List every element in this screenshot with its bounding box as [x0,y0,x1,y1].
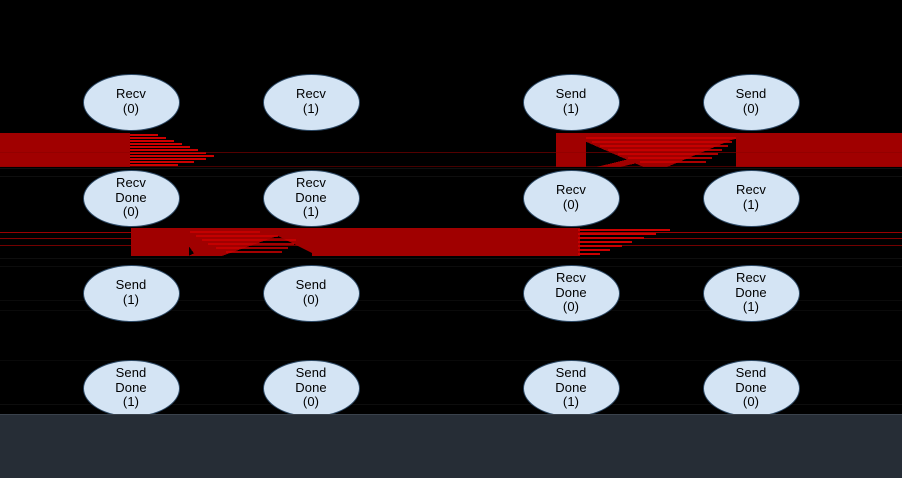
node-label: Recv Done (0) [115,175,147,220]
node-send-done-1[interactable]: Send Done (1) [82,359,180,414]
node-send-done-0-b[interactable]: Send Done (0) [702,359,800,414]
edge-artifact-layer [0,133,902,405]
node-label: Send Done (0) [295,365,327,410]
node-label: Recv (0) [115,86,147,116]
artifact-band-top [0,133,902,167]
node-label: Send (1) [115,277,147,307]
node-label: Send (0) [735,86,767,116]
node-send-1[interactable]: Send (1) [522,73,620,131]
node-send-0[interactable]: Send (0) [702,73,800,131]
node-send-done-1-b[interactable]: Send Done (1) [522,359,620,414]
state-machine-graph: Recv (0) Recv (1) Send (1) Send (0) Recv Don… [0,73,902,414]
node-label: Send Done (0) [735,365,767,410]
node-recv-done-0-b[interactable]: Recv Done (0) [522,264,620,322]
node-label: Send (1) [555,86,587,116]
node-label: Send (0) [295,277,327,307]
artifact-scanlines [0,168,902,405]
node-label: Recv Done (1) [295,175,327,220]
bottom-bar [0,414,902,478]
node-label: Recv Done (1) [735,270,767,315]
node-recv-0[interactable]: Recv (0) [82,73,180,131]
node-send-done-0[interactable]: Send Done (0) [262,359,360,414]
bottom-bar-divider [0,414,902,415]
artifact-band-middle [0,228,902,256]
node-send-0-b[interactable]: Send (0) [262,264,360,322]
node-label: Send Done (1) [115,365,147,410]
node-recv-done-1-b[interactable]: Recv Done (1) [702,264,800,322]
node-send-1-b[interactable]: Send (1) [82,264,180,322]
node-label: Recv Done (0) [555,270,587,315]
node-label: Recv (0) [555,182,587,212]
node-label: Recv (1) [295,86,327,116]
node-recv-done-1[interactable]: Recv Done (1) [262,169,360,227]
node-recv-1-b[interactable]: Recv (1) [702,169,800,227]
node-recv-done-0[interactable]: Recv Done (0) [82,169,180,227]
node-recv-0-b[interactable]: Recv (0) [522,169,620,227]
node-label: Send Done (1) [555,365,587,410]
node-recv-1[interactable]: Recv (1) [262,73,360,131]
node-label: Recv (1) [735,182,767,212]
